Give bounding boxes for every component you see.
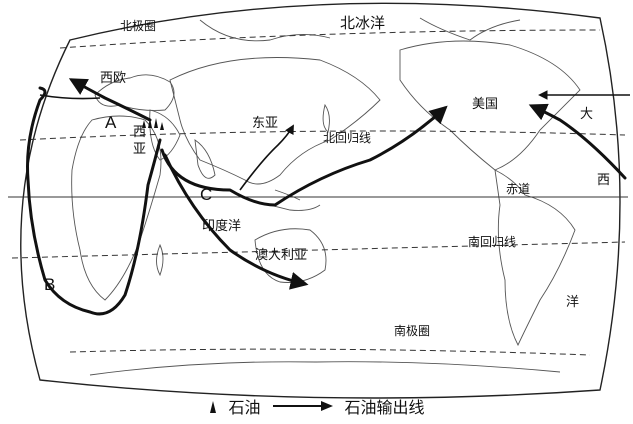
antarctic-circle-line	[69, 348, 591, 356]
label-equator: 赤道	[506, 182, 530, 196]
oil-derrick-icon	[208, 399, 218, 413]
route-letter-b: B	[44, 275, 55, 294]
latitude-lines	[8, 29, 628, 356]
route-atlantic-to-usa	[528, 103, 627, 180]
oil-derrick-icon	[142, 120, 146, 128]
label-east-asia: 东亚	[252, 116, 278, 131]
map-frame	[20, 2, 621, 399]
arrow-line-icon	[271, 399, 335, 413]
label-arctic-ocean: 北冰洋	[340, 14, 385, 32]
label-atlantic-mid: 西	[597, 173, 610, 188]
tropic-cancer-line	[19, 130, 626, 141]
label-atlantic-bottom: 洋	[566, 295, 579, 310]
label-west-asia-2: 亚	[133, 142, 146, 157]
route-b-north-extension	[39, 94, 101, 100]
coastlines	[71, 17, 581, 376]
label-atlantic-top: 大	[580, 107, 593, 122]
tropic-capricorn-line	[11, 241, 626, 259]
label-tropic-cancer: 北回归线	[323, 131, 371, 145]
label-tropic-capricorn: 南回归线	[468, 234, 516, 249]
oil-derrick-icon	[148, 118, 152, 128]
oil-routes	[26, 78, 630, 316]
arctic-circle-line	[59, 29, 601, 49]
legend-route-label: 石油输出线	[344, 398, 425, 417]
label-australia: 澳大利亚	[255, 247, 307, 263]
route-letter-c: C	[200, 185, 212, 204]
label-indian-ocean: 印度洋	[202, 218, 241, 234]
label-antarctic-circle: 南极圈	[394, 323, 430, 338]
legend-oil-label: 石油	[228, 398, 261, 417]
route-a-to-western-europe	[68, 78, 152, 122]
oil-derrick-icon	[154, 118, 158, 128]
label-west-asia-1: 西	[133, 125, 146, 140]
label-usa: 美国	[472, 97, 498, 112]
oil-symbols	[142, 118, 164, 130]
route-letter-a: A	[105, 113, 117, 132]
route-to-australia	[163, 153, 309, 290]
route-to-east-asia	[239, 124, 294, 191]
label-western-europe: 西欧	[100, 71, 126, 86]
route-c-to-usa	[160, 105, 448, 207]
legend: 石油 石油输出线	[0, 390, 633, 422]
oil-derrick-icon	[160, 122, 164, 130]
label-arctic-circle: 北极圈	[120, 19, 156, 33]
route-b-around-africa	[26, 86, 162, 316]
